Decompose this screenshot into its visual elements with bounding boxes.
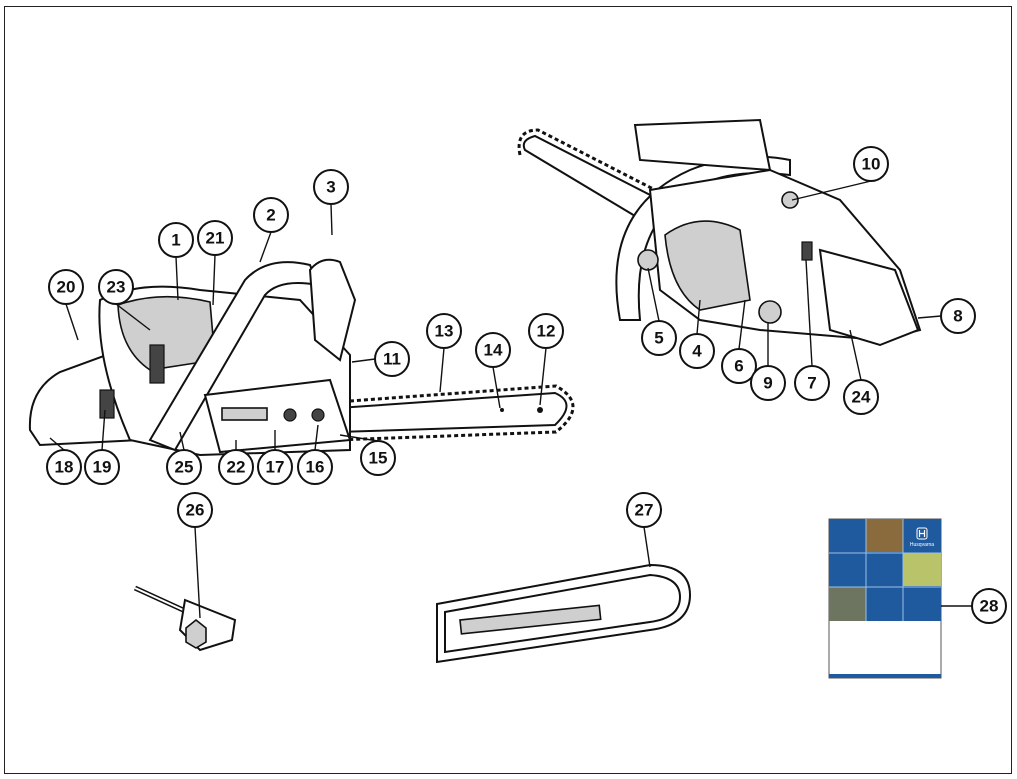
svg-text:23: 23 <box>107 278 126 297</box>
svg-text:11: 11 <box>383 350 401 369</box>
chain-brake-guard <box>308 258 357 362</box>
bar-nut <box>283 408 297 422</box>
svg-text:13: 13 <box>435 322 454 341</box>
cylinder-cover <box>117 295 216 371</box>
svg-text:28: 28 <box>980 597 999 616</box>
svg-text:22: 22 <box>227 458 246 477</box>
callout-3: 3 <box>313 169 349 205</box>
callouts: 1 2 3 4 5 6 7 8 9 10 11 12 13 14 15 16 1… <box>46 146 1007 624</box>
svg-text:17: 17 <box>266 458 285 477</box>
svg-text:6: 6 <box>734 357 743 376</box>
svg-text:3: 3 <box>326 178 335 197</box>
leader-lines <box>49 180 972 619</box>
svg-text:21: 21 <box>206 229 225 248</box>
callout-16: 16 <box>297 449 333 485</box>
callout-1: 1 <box>158 222 194 258</box>
callout-22: 22 <box>218 449 254 485</box>
callout-8: 8 <box>940 298 976 334</box>
oil-cap <box>637 249 659 271</box>
callout-13: 13 <box>426 313 462 349</box>
choke-control <box>149 344 165 384</box>
callout-10: 10 <box>853 146 889 182</box>
saw-chain <box>335 384 575 442</box>
svg-text:2: 2 <box>266 206 275 225</box>
svg-text:8: 8 <box>953 307 962 326</box>
clutch-cover <box>203 378 352 454</box>
callout-23: 23 <box>98 269 134 305</box>
callout-25: 25 <box>166 449 202 485</box>
bar-nut <box>311 408 325 422</box>
callout-2: 2 <box>253 197 289 233</box>
operators-manual: Husqvarna <box>828 518 942 679</box>
bar-hole <box>500 408 504 412</box>
stop-switch <box>801 241 813 261</box>
callout-18: 18 <box>46 449 82 485</box>
svg-text:27: 27 <box>635 501 654 520</box>
svg-text:18: 18 <box>55 458 74 477</box>
svg-text:10: 10 <box>862 155 881 174</box>
fuel-cap <box>758 300 782 324</box>
svg-text:14: 14 <box>484 341 503 360</box>
callout-6: 6 <box>721 348 757 384</box>
callout-24: 24 <box>843 379 879 415</box>
callout-5: 5 <box>641 320 677 356</box>
throttle-trigger <box>99 389 115 419</box>
clutch-cover-slot <box>221 407 268 421</box>
callout-12: 12 <box>528 313 564 349</box>
chainsaw-side-view <box>28 258 575 457</box>
svg-text:5: 5 <box>654 329 663 348</box>
chain-brake-guard <box>633 118 772 172</box>
callout-28: 28 <box>971 588 1007 624</box>
svg-text:16: 16 <box>306 458 325 477</box>
svg-text:24: 24 <box>852 388 871 407</box>
svg-text:12: 12 <box>537 322 556 341</box>
callout-9: 9 <box>750 365 786 401</box>
svg-text:19: 19 <box>93 458 112 477</box>
svg-text:26: 26 <box>186 501 205 520</box>
svg-text:20: 20 <box>57 278 76 297</box>
combination-spanner <box>133 585 237 652</box>
svg-text:9: 9 <box>763 374 772 393</box>
starter-cover <box>664 220 751 311</box>
guide-bar <box>337 391 568 434</box>
svg-text:15: 15 <box>369 449 388 468</box>
guide-bar-rear <box>522 134 662 227</box>
svg-text:7: 7 <box>807 374 816 393</box>
callout-27: 27 <box>626 492 662 528</box>
svg-text:1: 1 <box>171 231 180 250</box>
callout-14: 14 <box>475 332 511 368</box>
callout-19: 19 <box>84 449 120 485</box>
bar-tip-sprocket <box>537 407 543 413</box>
decompression-valve <box>781 191 799 209</box>
saw-chain-rear <box>517 128 666 197</box>
callout-17: 17 <box>257 449 293 485</box>
manual-logo-text: Husqvarna <box>910 542 934 548</box>
callout-26: 26 <box>177 492 213 528</box>
diagram-frame <box>4 6 1012 774</box>
bar-guard <box>436 563 692 664</box>
callout-7: 7 <box>794 365 830 401</box>
chainsaw-front-view <box>517 118 922 347</box>
callout-21: 21 <box>197 220 233 256</box>
callout-20: 20 <box>48 269 84 305</box>
callout-4: 4 <box>679 333 715 369</box>
callout-15: 15 <box>360 440 396 476</box>
callout-11: 11 <box>374 341 410 377</box>
husqvarna-logo-icon <box>916 527 928 540</box>
svg-text:25: 25 <box>175 458 194 477</box>
svg-text:4: 4 <box>692 342 702 361</box>
rear-handle <box>818 248 920 347</box>
